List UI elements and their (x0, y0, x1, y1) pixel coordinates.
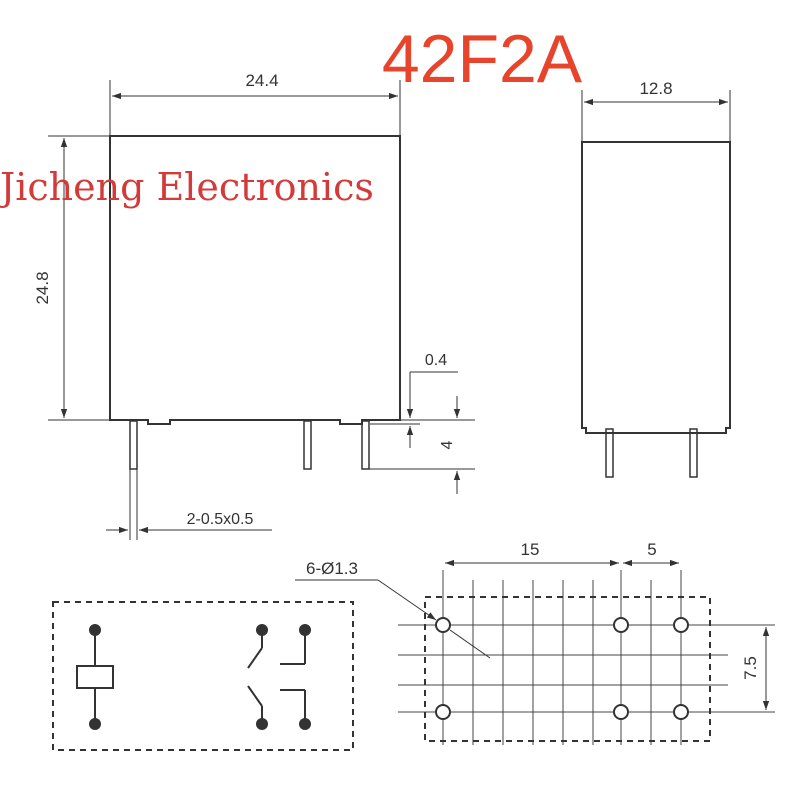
coil-terminal-bottom (89, 718, 101, 730)
dim-label-pin-length: 4 (439, 440, 456, 449)
dim-front-width (109, 80, 401, 136)
coil-terminal-top (89, 624, 101, 636)
pcb-hole (613, 617, 629, 633)
pcb-hole (673, 704, 689, 720)
contact-terminal (299, 718, 311, 730)
dim-label-front-width: 24.4 (245, 71, 278, 90)
contact-symbols (247, 630, 306, 724)
dim-label-row-spacing: 7.5 (741, 656, 760, 680)
pcb-holes (435, 617, 689, 720)
contact-terminal (256, 718, 268, 730)
pin-side-left (605, 428, 614, 478)
dim-pin-size (106, 469, 272, 540)
pcb-outline (424, 596, 711, 742)
pin-front-left (129, 420, 138, 470)
dim-label-front-height: 24.8 (33, 271, 52, 304)
dim-label-pitch-long: 15 (521, 540, 540, 559)
dim-label-pin-offset: 0.4 (425, 352, 447, 369)
schematic-border (52, 601, 354, 751)
leader-hole-diameter (295, 579, 491, 659)
dim-pin-detail (369, 371, 475, 494)
schematic (52, 601, 354, 751)
relay-body-side (581, 141, 731, 434)
pcb-hole (435, 704, 451, 720)
pcb-hole (673, 617, 689, 633)
coil-symbol (76, 630, 114, 724)
contact-terminal (256, 624, 268, 636)
pcb-grid (398, 570, 775, 745)
pin-front-right (361, 420, 370, 470)
pcb-layout (295, 559, 775, 745)
pcb-hole (435, 617, 451, 633)
dim-label-hole-diameter: 6-Ø1.3 (306, 559, 358, 578)
pin-front-middle (303, 420, 312, 470)
dim-front-height (48, 135, 110, 421)
contact-terminal (299, 624, 311, 636)
pin-side-right (689, 428, 698, 478)
model-title: 42F2A (382, 21, 583, 97)
dim-label-pitch-short: 5 (647, 540, 656, 559)
dim-label-side-width: 12.8 (639, 79, 672, 98)
side-view (581, 141, 731, 478)
pcb-hole (613, 704, 629, 720)
dim-label-pin-size: 2-0.5x0.5 (187, 511, 254, 528)
dim-side-width (581, 90, 731, 142)
watermark: Jicheng Electronics (0, 165, 374, 209)
